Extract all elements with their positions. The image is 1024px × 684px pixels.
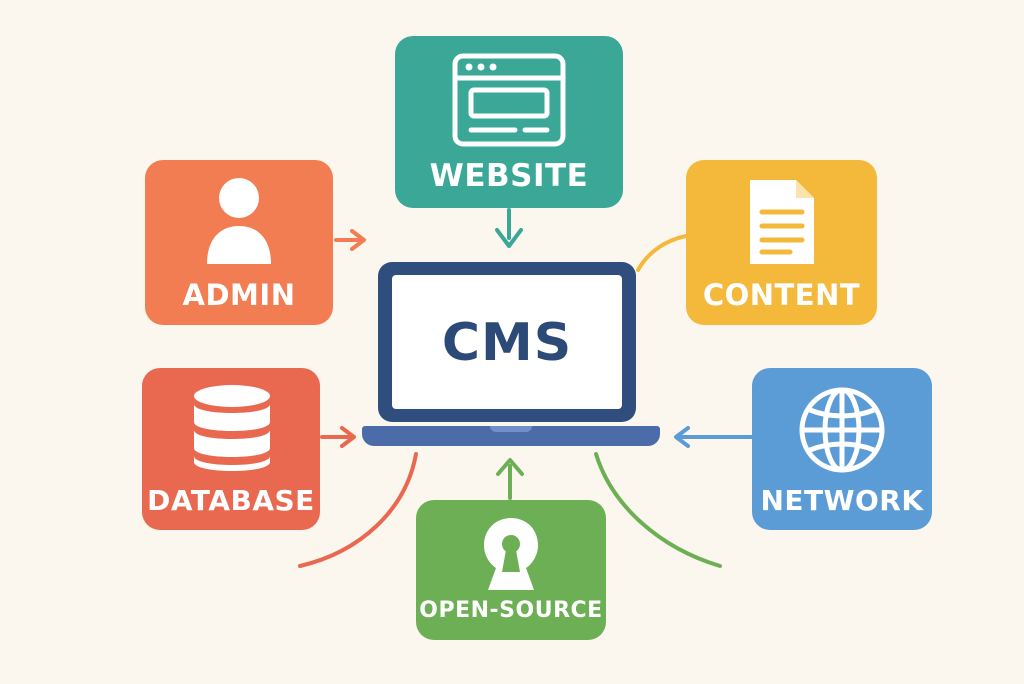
connector-admin xyxy=(334,229,366,251)
open-source-node: OPEN-SOURCE xyxy=(416,500,606,640)
connector-content xyxy=(636,234,688,272)
laptop-notch xyxy=(490,426,532,432)
open-source-label: OPEN-SOURCE xyxy=(419,598,603,623)
database-icon xyxy=(194,385,270,471)
connector-network xyxy=(674,426,754,448)
connector-website xyxy=(495,208,523,248)
swoosh-left-curve xyxy=(298,452,418,568)
laptop-cms-center: CMS xyxy=(362,262,660,454)
content-node: CONTENT xyxy=(686,160,877,325)
keyhole-icon xyxy=(484,518,538,590)
laptop-base xyxy=(362,426,660,446)
user-icon xyxy=(207,178,271,264)
admin-label: ADMIN xyxy=(182,278,296,312)
laptop-screen: CMS xyxy=(378,262,636,422)
database-node: DATABASE xyxy=(142,368,320,530)
website-label: WEBSITE xyxy=(429,158,589,194)
network-node: NETWORK xyxy=(752,368,932,530)
connector-database xyxy=(320,426,356,448)
globe-icon xyxy=(799,387,885,473)
cms-title: CMS xyxy=(441,313,573,373)
website-node: WEBSITE xyxy=(395,36,623,208)
content-label: CONTENT xyxy=(702,278,861,312)
browser-window-icon xyxy=(452,53,566,147)
network-label: NETWORK xyxy=(760,484,924,517)
database-label: DATABASE xyxy=(147,484,315,517)
admin-node: ADMIN xyxy=(145,160,333,325)
document-icon xyxy=(750,180,814,264)
laptop-display: CMS xyxy=(392,275,622,409)
swoosh-right-curve xyxy=(594,452,722,568)
connector-opensource xyxy=(496,458,524,500)
